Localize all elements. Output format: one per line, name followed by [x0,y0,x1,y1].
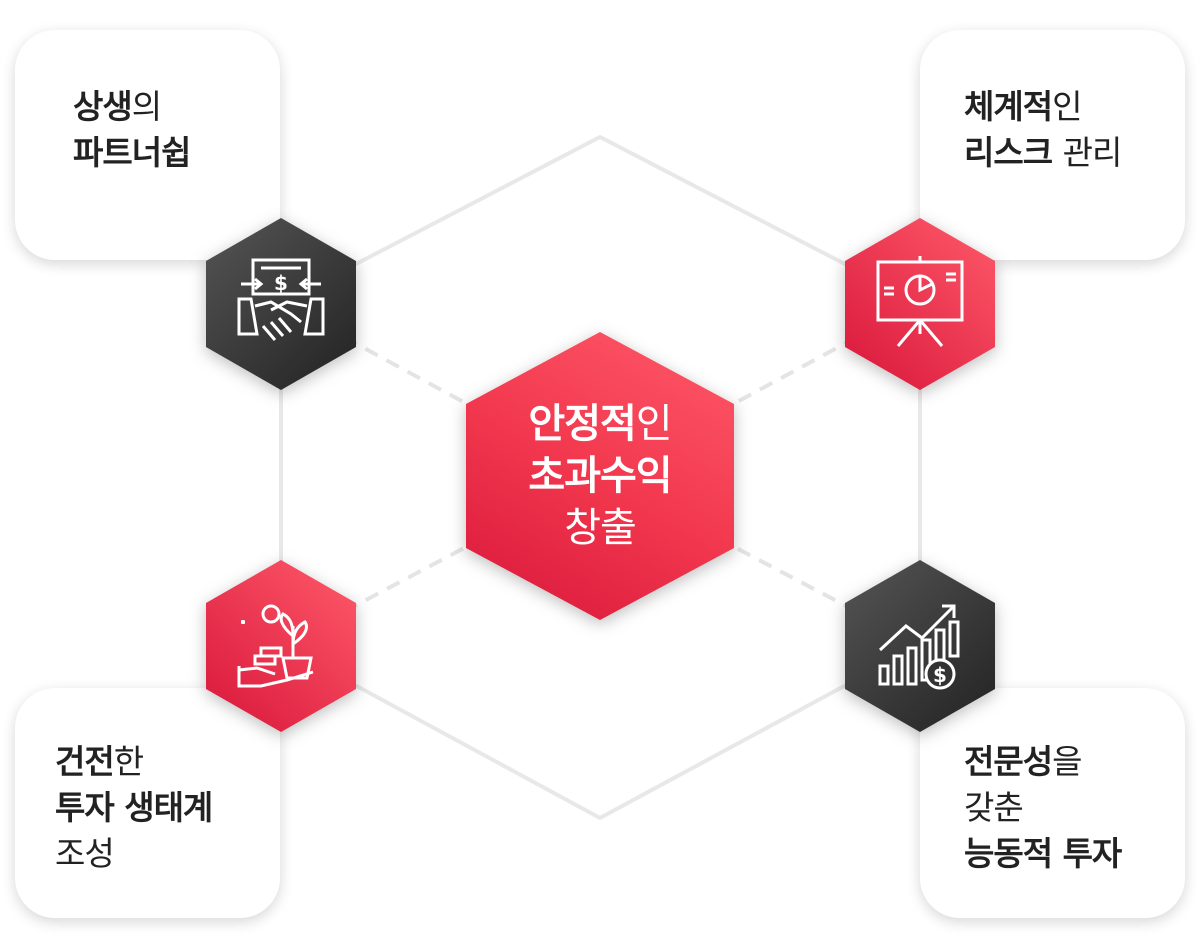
center-text: 안정적 [528,401,636,447]
handshake-money-icon: $ [237,258,325,341]
text: 한 [113,742,144,781]
text: 전문성 [964,742,1053,781]
text: 투자 생태계 [55,788,213,827]
text: 리스크 [964,133,1063,172]
center-text: 초과수익 [528,453,672,499]
text: 갖춘 [964,788,1024,827]
card-risk-management: 체계적인 리스크 관리 [920,30,1185,260]
text: 관리 [1062,133,1123,172]
card-partnership: 상생의 파트너쉽 [15,30,280,260]
growth-chart-dollar-icon: $ [878,604,960,690]
text: 조성 [55,834,115,873]
card-active-investment: 전문성을 갖춘 능동적 투자 [920,688,1185,918]
text: 체계적 [964,87,1053,126]
svg-text:$: $ [274,271,288,295]
text: 을 [1052,742,1082,781]
plant-growth-money-icon [237,604,314,688]
text: 의 [131,87,162,126]
text: 상생 [73,87,133,126]
card-investment-ecosystem: 건전한 투자 생태계 조성 [15,688,280,918]
text: 건전 [55,742,115,781]
text: 인 [1052,87,1082,126]
center-text: 창출 [564,505,637,551]
text: 능동적 투자 [964,834,1122,873]
center-text: 인 [635,401,673,447]
svg-text:$: $ [933,663,947,687]
presentation-chart-icon [876,256,964,347]
text: 파트너쉽 [73,133,191,172]
